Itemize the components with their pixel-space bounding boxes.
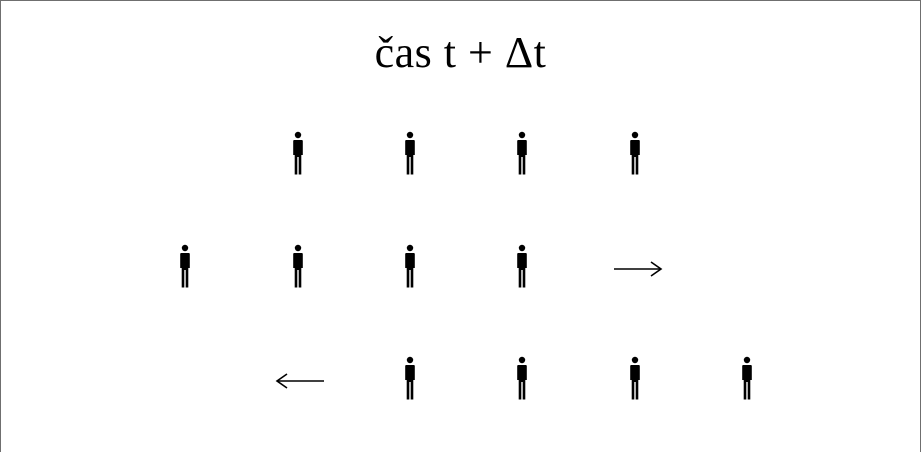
person-icon [291, 131, 305, 175]
person-icon [403, 356, 417, 400]
person-icon [628, 131, 642, 175]
person-icon [740, 356, 754, 400]
diagram-title: čas t + Δt [374, 28, 547, 77]
arrow-right-icon [613, 259, 663, 279]
person-icon [515, 356, 529, 400]
person-icon [515, 131, 529, 175]
person-icon [403, 131, 417, 175]
person-icon [403, 244, 417, 288]
person-icon [515, 244, 529, 288]
person-icon [291, 244, 305, 288]
person-icon [628, 356, 642, 400]
arrow-left-icon [275, 371, 325, 391]
person-icon [178, 244, 192, 288]
